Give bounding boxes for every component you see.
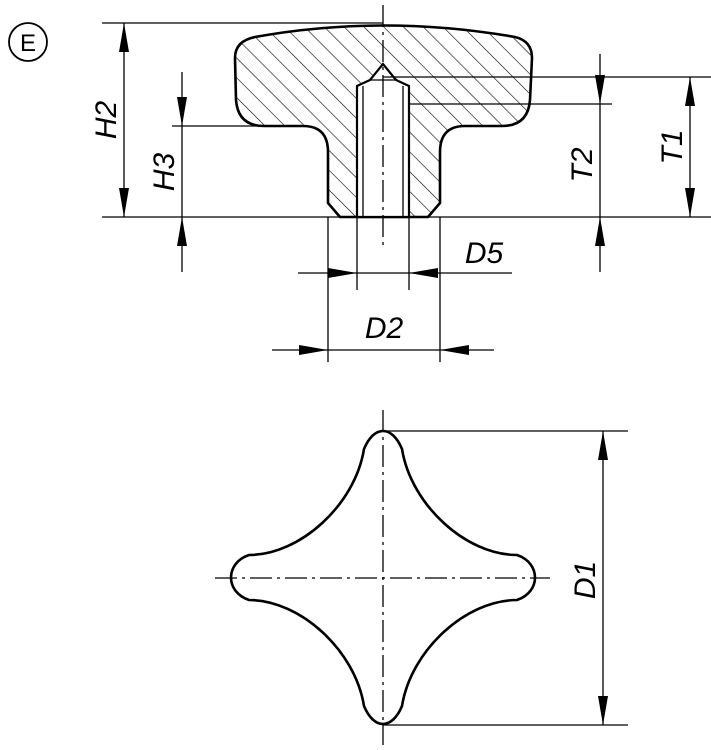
view-label-text: E: [20, 30, 36, 57]
star-knob-outline: [229, 429, 537, 726]
threaded-bore: [355, 62, 411, 219]
h2-arrow-top: [119, 23, 129, 52]
top-view: [215, 410, 550, 745]
t2-label: T2: [566, 147, 599, 182]
section-view: [233, 5, 534, 250]
h2-label: H2: [90, 101, 123, 140]
d1-arrow-top: [598, 431, 608, 460]
d5-arrow-right: [409, 268, 438, 278]
d2-label: D2: [365, 312, 404, 345]
dimensions-top: D1: [383, 430, 628, 726]
h3-label: H3: [148, 153, 181, 192]
h2-arrow-bottom: [119, 188, 129, 217]
t1-label: T1: [656, 129, 689, 164]
d2-arrow-right: [440, 345, 469, 355]
t1-arrow-top: [685, 77, 695, 106]
d5-label: D5: [465, 237, 504, 270]
d5-arrow-left: [328, 268, 357, 278]
d2-arrow-left: [299, 345, 328, 355]
t1-arrow-bottom: [685, 188, 695, 217]
d1-label: D1: [569, 561, 602, 599]
h3-arrow-bottom: [177, 217, 187, 246]
view-label-circle: [8, 22, 48, 62]
view-label: E: [8, 22, 48, 62]
t2-arrow-top: [595, 75, 605, 104]
dimensions-section: H2 H3 T1 T2 D5 D2: [90, 22, 711, 362]
t2-arrow-bottom: [595, 217, 605, 246]
h3-arrow-top: [177, 97, 187, 126]
d1-arrow-bottom: [598, 696, 608, 725]
